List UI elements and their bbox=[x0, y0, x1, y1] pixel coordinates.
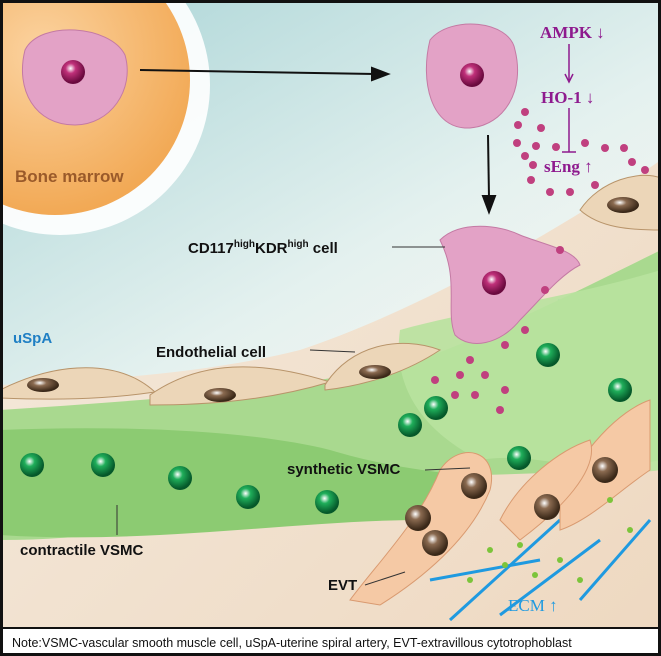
cd117-sup: high bbox=[234, 239, 255, 250]
endothelial-cell-label: Endothelial cell bbox=[156, 344, 266, 361]
leader-lines bbox=[116, 246, 471, 586]
seng-dots bbox=[431, 108, 649, 414]
vsmc-nuclei bbox=[20, 343, 632, 514]
cd117-text: CD117 bbox=[188, 240, 234, 257]
uspa-label: uSpA bbox=[13, 330, 52, 347]
ecm-label: ECM ↑ bbox=[508, 596, 558, 615]
endothelial-cells bbox=[0, 174, 661, 406]
synthetic-vsmc-label: synthetic VSMC bbox=[287, 461, 401, 478]
kdr-sup: high bbox=[287, 239, 308, 250]
pathway-arrows bbox=[562, 44, 576, 153]
seng-label: sEng ↑ bbox=[544, 157, 593, 176]
evt-label: EVT bbox=[328, 577, 357, 594]
kdr-text: KDR bbox=[255, 240, 288, 257]
cell-text: cell bbox=[309, 240, 338, 257]
stem-cells bbox=[21, 23, 581, 344]
migration-arrows bbox=[139, 66, 497, 215]
ho1-label: HO-1 ↓ bbox=[541, 88, 594, 107]
abbreviation-note: Note:VSMC-vascular smooth muscle cell, u… bbox=[12, 636, 572, 650]
evt-cells bbox=[349, 399, 651, 606]
ampk-label: AMPK ↓ bbox=[540, 23, 605, 42]
note-bar bbox=[0, 628, 661, 656]
bone-marrow-label: Bone marrow bbox=[15, 167, 124, 186]
ecm-dots bbox=[467, 497, 633, 583]
contractile-vsmc-label: contractile VSMC bbox=[20, 542, 144, 559]
cd117-kdr-cell-label: CD117highKDRhigh cell bbox=[188, 239, 338, 257]
